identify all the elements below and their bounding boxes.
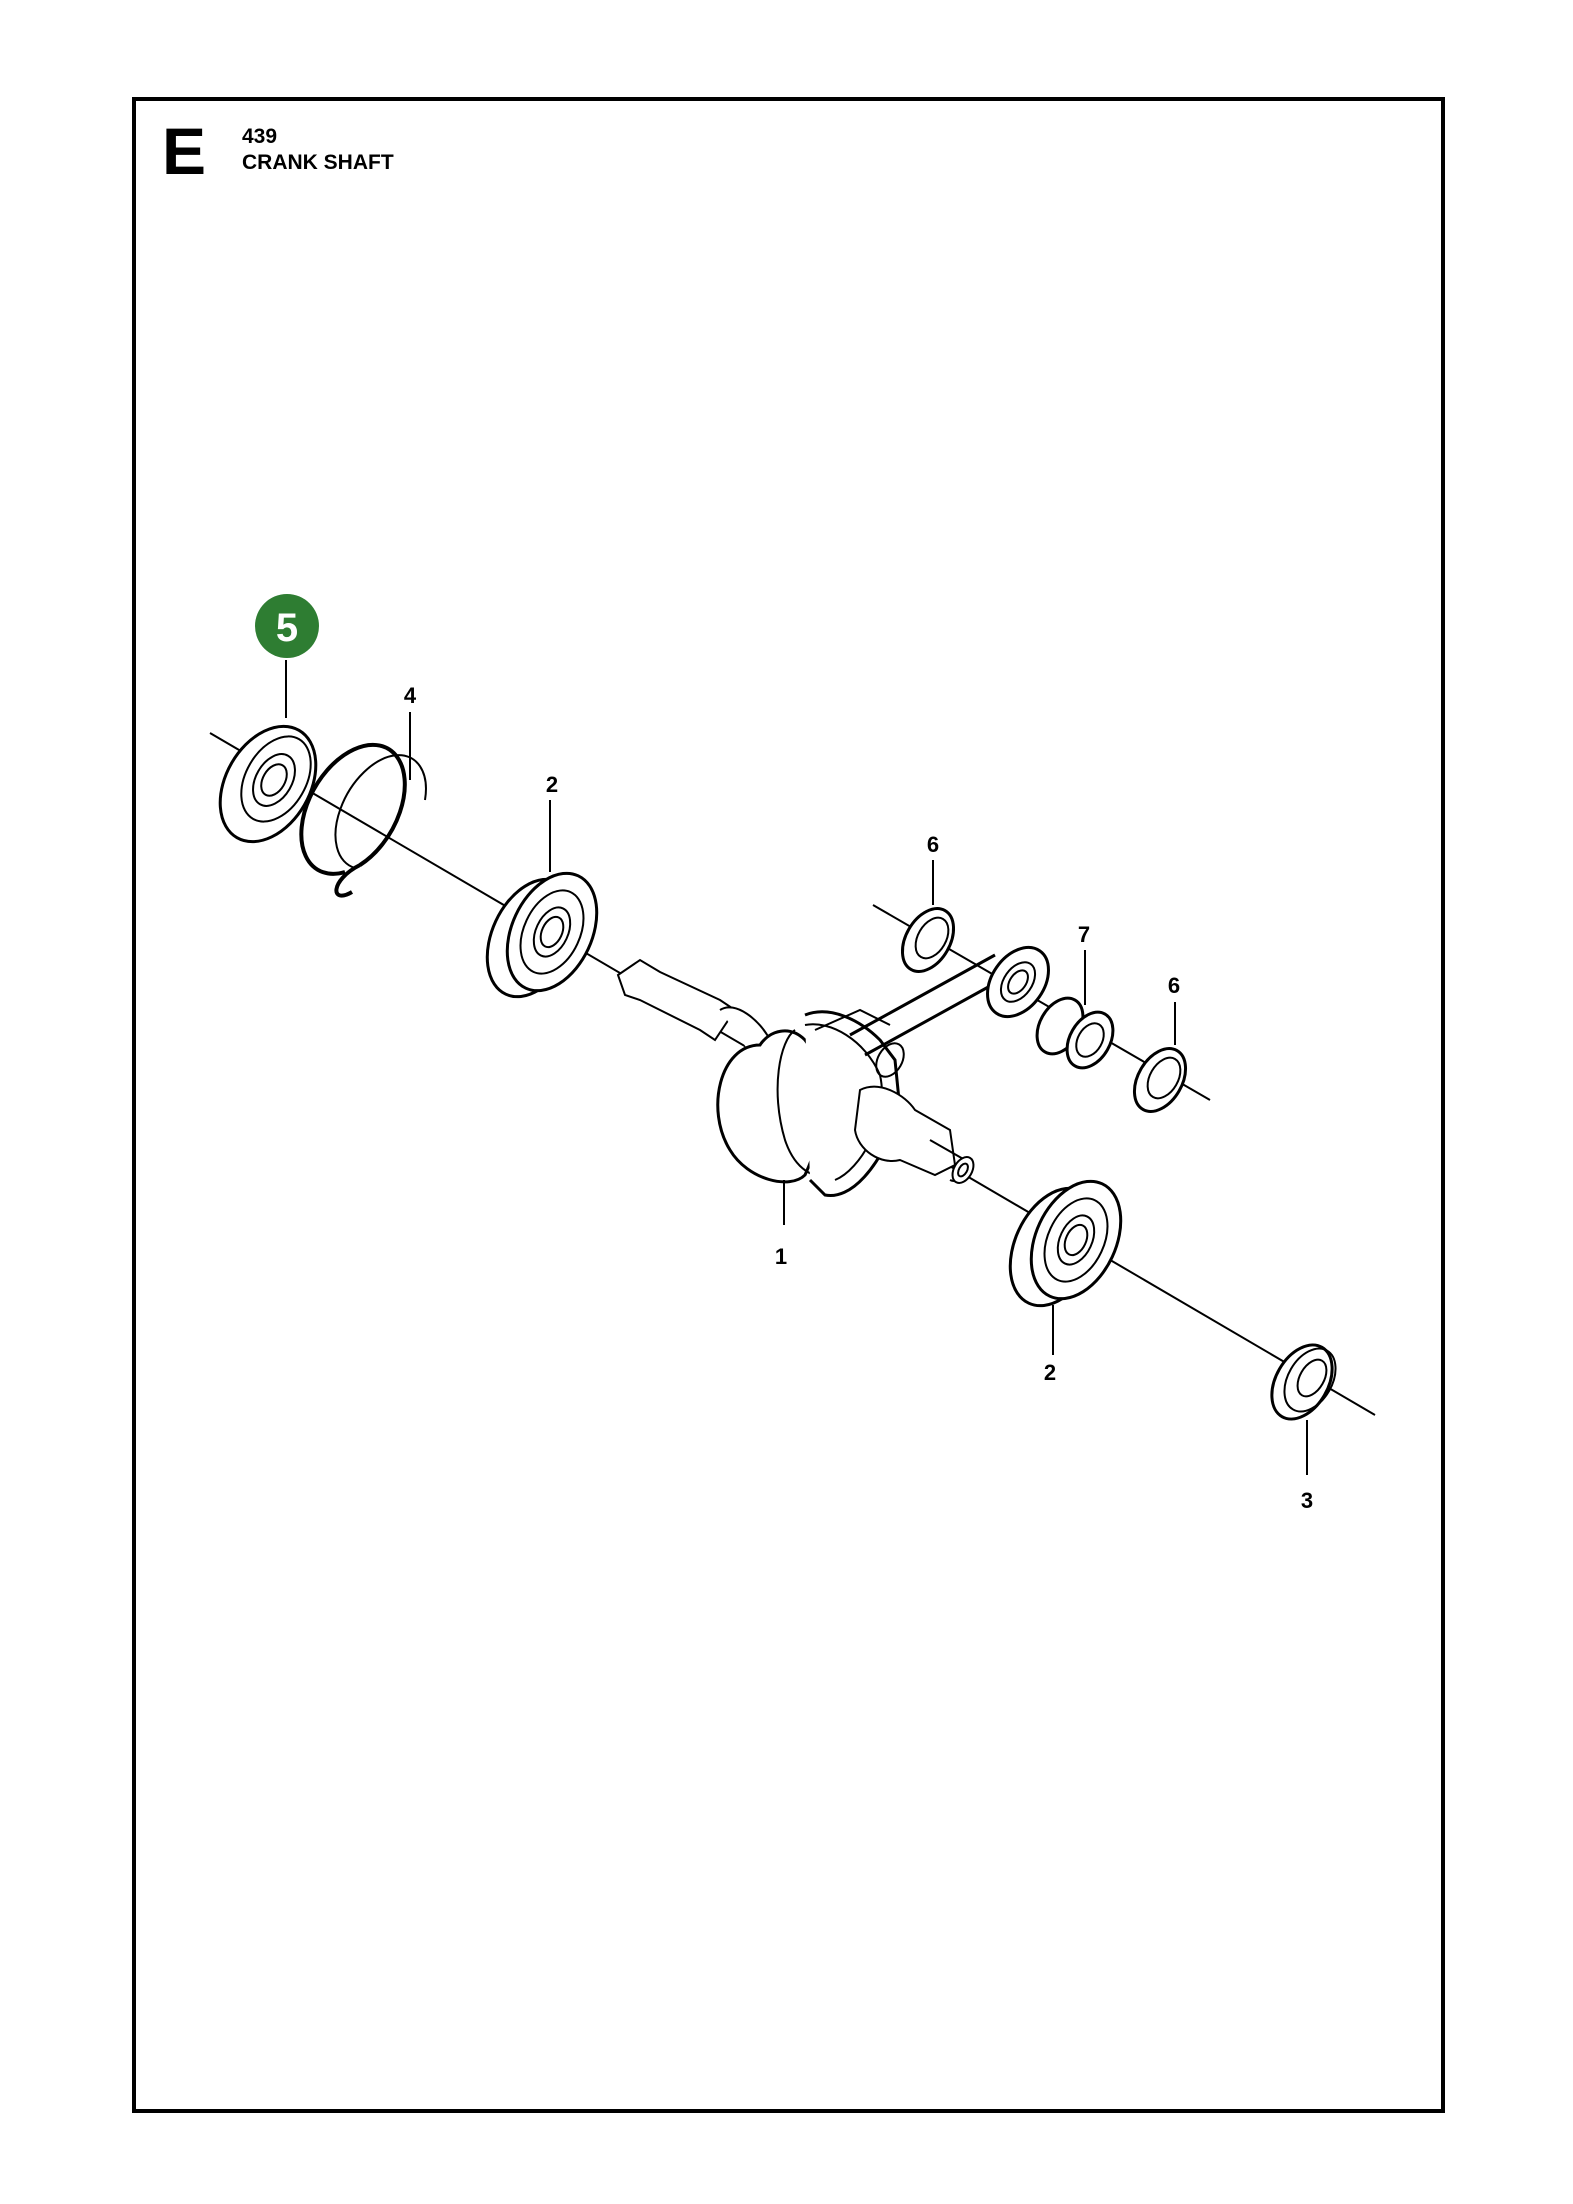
model-number: 439: [242, 125, 278, 148]
ball-bearing-right-part[interactable]: [993, 1167, 1139, 1320]
highlight-callout[interactable]: 5: [255, 594, 319, 658]
washer-right-part[interactable]: [1124, 1040, 1196, 1121]
part-label-6-right: 6: [1168, 973, 1180, 998]
part-label-4: 4: [404, 683, 417, 708]
connecting-rod-part[interactable]: [849, 936, 1061, 1057]
part-label-3: 3: [1301, 1488, 1313, 1513]
ball-bearing-left-part[interactable]: [470, 859, 615, 1011]
section-title: CRANK SHAFT: [242, 151, 394, 174]
seal-ring-right-part[interactable]: [1259, 1334, 1346, 1429]
part-label-2-left: 2: [546, 772, 558, 797]
needle-bearing-part[interactable]: [1028, 990, 1123, 1076]
highlight-circle: [255, 594, 319, 658]
part-label-7: 7: [1078, 922, 1090, 947]
highlight-label: 5: [276, 606, 298, 650]
part-label-1: 1: [775, 1244, 787, 1269]
seal-ring-part[interactable]: [201, 709, 336, 858]
section-letter: E: [162, 114, 207, 188]
circlip-part[interactable]: [299, 742, 427, 898]
part-label-6-left: 6: [927, 832, 939, 857]
page-frame: [132, 97, 1445, 2113]
washer-left-part[interactable]: [892, 900, 964, 981]
part-label-2-right: 2: [1044, 1360, 1056, 1385]
